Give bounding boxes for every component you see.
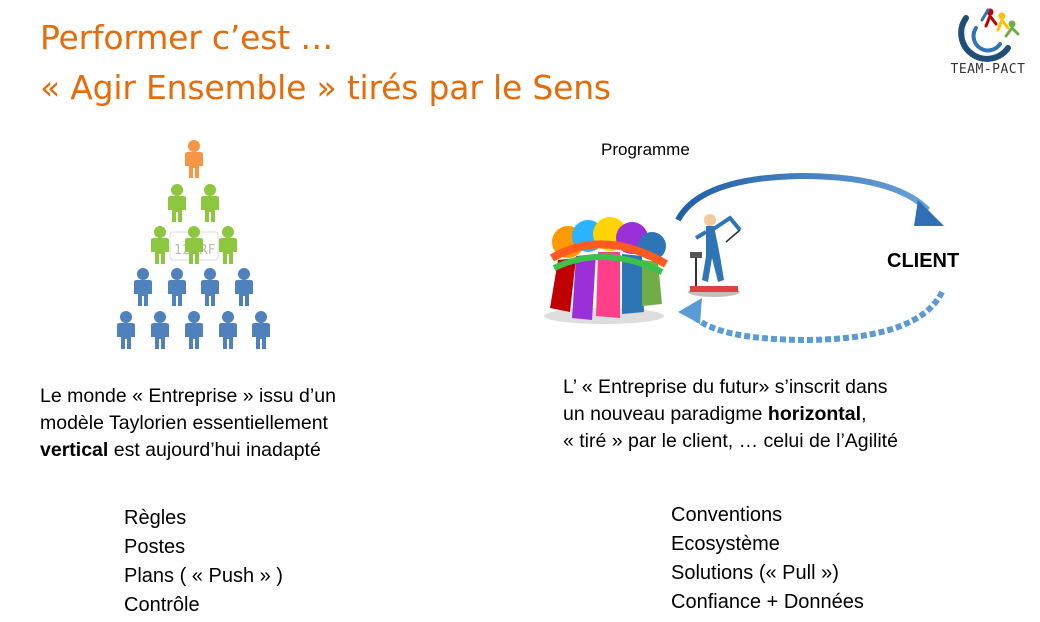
left-description-line-3: vertical est aujourd’hui inadapté xyxy=(40,437,336,464)
left-keyword-item: Contrôle xyxy=(124,594,200,616)
left-description-line-2: modèle Taylorien essentiellement xyxy=(40,412,328,434)
right-description: L’ « Entreprise du futur» s’inscrit dans… xyxy=(563,374,898,455)
left-keyword-item: Plans ( « Push » ) xyxy=(124,565,283,587)
slide-title-line-1: Performer c’est … xyxy=(40,18,334,57)
cycle-arrows-diagram xyxy=(660,170,960,345)
bottom-arrowhead xyxy=(678,298,702,324)
conductor-figure-image xyxy=(686,212,744,298)
top-arrowhead xyxy=(914,200,944,226)
right-keyword-item: Confiance + Données xyxy=(671,591,864,613)
right-description-line-2-pre: un nouveau paradigme xyxy=(563,403,768,425)
left-keyword-item: Postes xyxy=(124,536,186,558)
right-description-line-2: un nouveau paradigme horizontal, xyxy=(563,401,898,428)
left-description: Le monde « Entreprise » issu d’un modèle… xyxy=(40,383,336,464)
right-description-line-2-post: , xyxy=(861,403,867,425)
right-description-line-1: L’ « Entreprise du futur» s’inscrit dans xyxy=(563,376,888,398)
right-keyword-list: Conventions Ecosystème Solutions (« Pull… xyxy=(671,501,864,617)
team-huddle-image xyxy=(530,208,678,326)
right-description-line-3: « tiré » par le client, … celui de l’Agi… xyxy=(563,430,898,452)
client-label: CLIENT xyxy=(887,250,960,272)
hierarchy-pyramid-image: 123RF xyxy=(108,136,280,351)
right-keyword-item: Conventions xyxy=(671,504,783,526)
logo-text: TEAM-PACT xyxy=(950,62,1026,77)
bold-vertical: vertical xyxy=(40,439,109,461)
bold-horizontal: horizontal xyxy=(767,403,862,425)
programme-label: Programme xyxy=(601,140,690,159)
left-description-line-3-rest: est aujourd’hui inadapté xyxy=(108,439,321,461)
right-keyword-item: Solutions (« Pull ») xyxy=(671,562,839,584)
team-pact-logo: TEAM-PACT xyxy=(946,4,1030,82)
left-keyword-list: Règles Postes Plans ( « Push » ) Contrôl… xyxy=(124,504,283,620)
left-keyword-item: Règles xyxy=(124,507,187,529)
bottom-arc-arrow xyxy=(687,290,945,344)
team-pact-logo-icon xyxy=(958,8,1020,62)
slide-title-line-2: « Agir Ensemble » tirés par le Sens xyxy=(40,68,611,107)
right-keyword-item: Ecosystème xyxy=(671,533,780,555)
left-description-line-1: Le monde « Entreprise » issu d’un xyxy=(40,385,336,407)
top-arc-arrow xyxy=(675,172,931,222)
